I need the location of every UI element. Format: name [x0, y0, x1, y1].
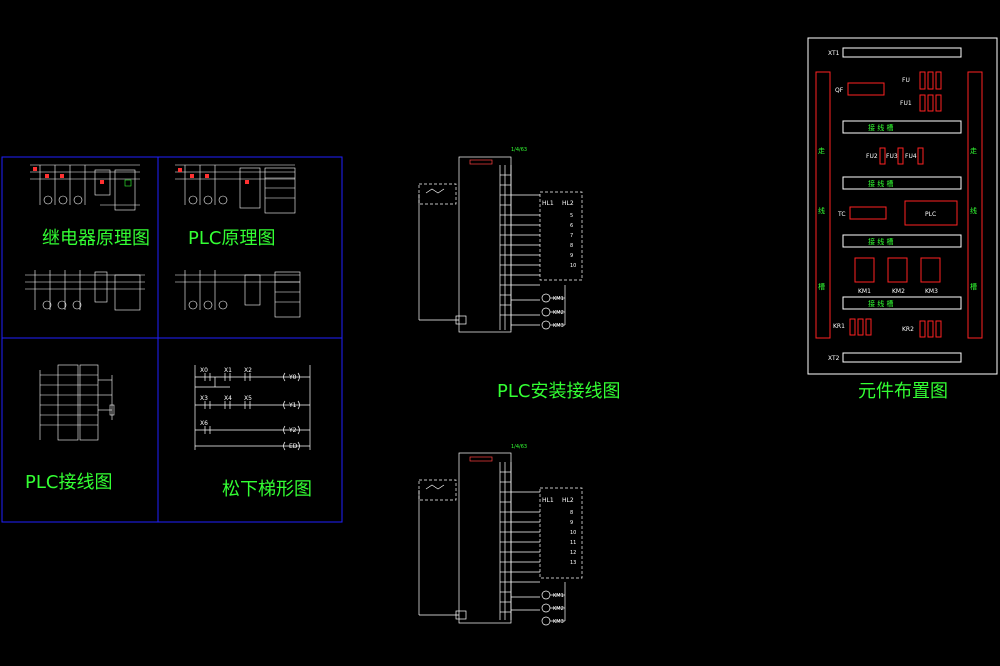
relay-schematic-thumbnail [30, 164, 140, 211]
plc-wiring-title: PLC接线图 [25, 472, 112, 493]
install-bottom-tag: 1/4/63 [511, 444, 527, 450]
relay-label-kr1: KR1 [833, 323, 845, 330]
contactor-label-km3: KM3 [925, 288, 938, 295]
install-bottom-terminal-9: 9 [570, 520, 573, 526]
install-top-motor-km1: KM1 [553, 296, 564, 302]
relay-schematic-title: 继电器原理图 [42, 228, 150, 249]
breaker-qf [847, 82, 885, 96]
ladder-coil-y2: Y2 [288, 427, 297, 434]
strip-xt1: XT1 [828, 50, 840, 57]
right-trough-char-3: 槽 [970, 282, 977, 291]
fuse-label-fu3: FU3 [886, 153, 898, 160]
transformer-label: TC [837, 211, 846, 218]
plc-schematic-detail-thumbnail [175, 270, 301, 318]
install-top-motor-km2: KM2 [553, 310, 564, 316]
breaker-label: QF [835, 87, 844, 94]
trough-label-1: 接 线 槽 [868, 123, 893, 132]
plc-install-wiring-top [418, 156, 583, 333]
ladder-contact-x6: X6 [200, 420, 208, 427]
trough-label-4: 接 线 槽 [868, 299, 893, 308]
layout-drawing-title: 元件布置图 [858, 381, 948, 402]
install-bottom-lamp-hl2: HL2 [562, 497, 574, 504]
left-trough-char-3: 槽 [818, 282, 825, 291]
left-trough-char-1: 走 [818, 147, 825, 155]
fuse-label-fu1: FU1 [900, 100, 912, 107]
contactor-label-km2: KM2 [892, 288, 905, 295]
install-bottom-lamp-hl1: HL1 [542, 497, 554, 504]
ladder-diagram-title: 松下梯形图 [222, 479, 312, 500]
relay-label-kr2: KR2 [902, 326, 914, 333]
install-bottom-motor-km2: KM2 [553, 606, 564, 612]
install-bottom-terminal-13: 13 [570, 560, 576, 566]
fuse-label-fu: FU [902, 77, 910, 84]
plc-schematic-marks [178, 168, 249, 184]
install-top-lamp-hl2: HL2 [562, 200, 574, 207]
left-trough-char-2: 线 [818, 206, 825, 215]
relay-schematic-detail-thumbnail [25, 270, 145, 311]
plc-install-wiring-title: PLC安装接线图 [497, 381, 620, 402]
install-top-terminal-6: 6 [570, 223, 573, 229]
trough-label-2: 接 线 槽 [868, 179, 893, 188]
plc-install-top-labels: 1/4/63 HL1 HL2 5 6 7 8 9 10 KM1 KM2 KM3 [511, 147, 576, 329]
ladder-contact-x4: X4 [224, 395, 232, 402]
install-top-tag: 1/4/63 [511, 147, 527, 153]
ladder-labels: X0 X1 X2 Y0 X3 X4 X5 Y1 X6 Y2 ED [200, 367, 298, 450]
fuse-label-fu4: FU4 [905, 153, 917, 160]
install-bottom-terminal-10: 10 [570, 530, 576, 536]
trough-label-3: 接 线 槽 [868, 237, 893, 246]
right-trough-char-1: 走 [970, 147, 977, 155]
install-bottom-terminal-11: 11 [570, 540, 576, 546]
contactor-km3 [920, 257, 941, 283]
install-top-terminal-7: 7 [570, 233, 573, 239]
layout-panel [807, 37, 998, 375]
plc-wiring-thumbnail [39, 364, 115, 441]
ladder-diagram [194, 365, 311, 451]
layout-red-parts [815, 71, 983, 339]
fuse-label-fu2: FU2 [866, 153, 878, 160]
plc-install-bottom-labels: 1/4/63 HL1 HL2 8 9 10 11 12 13 KM1 KM2 K… [511, 444, 576, 625]
install-top-terminal-10: 10 [570, 263, 576, 269]
install-bottom-motor-km3: KM3 [553, 619, 564, 625]
install-top-motor-km3: KM3 [553, 323, 564, 329]
install-top-terminal-9: 9 [570, 253, 573, 259]
left-wire-trough [815, 71, 831, 339]
left-drawing-frame [1, 156, 343, 523]
install-top-lamp-hl1: HL1 [542, 200, 554, 207]
install-bottom-motor-km1: KM1 [553, 593, 564, 599]
contactor-km1 [854, 257, 875, 283]
transformer-tc [849, 206, 887, 220]
ladder-contact-x2: X2 [244, 367, 252, 374]
plc-install-wiring-bottom [418, 452, 583, 626]
install-bottom-terminal-12: 12 [570, 550, 576, 556]
ladder-coil-y1: Y1 [288, 402, 297, 409]
ladder-end: ED [289, 443, 298, 450]
ladder-contact-x5: X5 [244, 395, 252, 402]
right-trough-char-2: 线 [970, 206, 977, 215]
install-bottom-terminal-8: 8 [570, 510, 573, 516]
relay-schematic-marks [33, 167, 104, 184]
ladder-contact-x3: X3 [200, 395, 208, 402]
plc-label: PLC [925, 211, 936, 218]
contactor-km2 [887, 257, 908, 283]
contactor-label-km1: KM1 [858, 288, 871, 295]
plc-schematic-thumbnail [175, 164, 296, 214]
ladder-coil-y0: Y0 [288, 374, 297, 381]
right-wire-trough [967, 71, 983, 339]
layout-labels: XT1 XT2 QF FU FU1 FU2 FU3 FU4 接 线 槽 接 线 … [818, 50, 977, 362]
ladder-contact-x1: X1 [224, 367, 232, 374]
install-top-terminal-5: 5 [570, 213, 573, 219]
ladder-contact-x0: X0 [200, 367, 208, 374]
install-top-terminal-8: 8 [570, 243, 573, 249]
plc-box [904, 200, 958, 226]
plc-schematic-title: PLC原理图 [188, 228, 275, 249]
strip-xt2: XT2 [828, 355, 840, 362]
